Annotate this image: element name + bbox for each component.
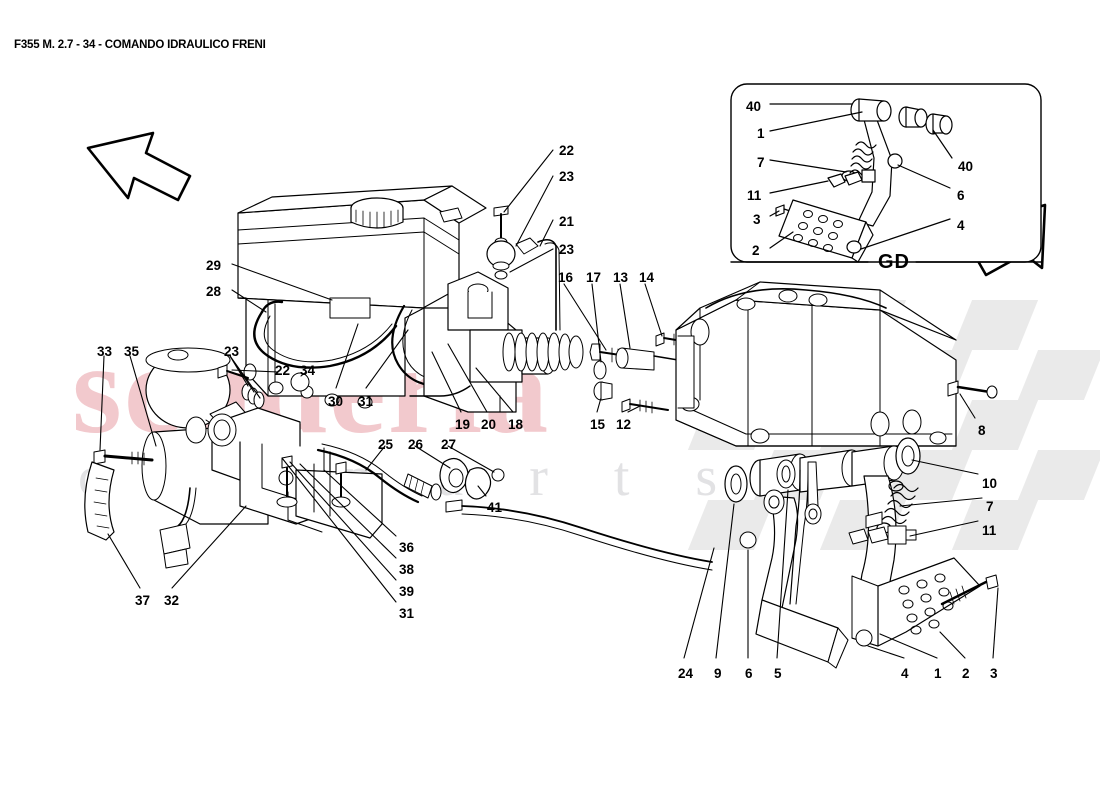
callout-26: 26 (408, 437, 424, 452)
pedal-assembly (724, 437, 999, 669)
callout-17: 17 (586, 270, 602, 285)
callout-37: 37 (135, 593, 151, 608)
page-title: F355 M. 2.7 - 34 - COMANDO IDRAULICO FRE… (14, 39, 266, 51)
callout-27: 27 (441, 437, 457, 452)
inset-callout-40b: 40 (958, 159, 974, 174)
callout-7m: 7 (986, 499, 994, 514)
callout-25: 25 (378, 437, 394, 452)
callout-35: 35 (124, 344, 140, 359)
mounting-bracket-plate (276, 455, 383, 539)
inset-callout-6: 6 (957, 188, 965, 203)
inset-leader-lines (769, 103, 953, 250)
inset-callout-7: 7 (757, 155, 765, 170)
callout-38: 38 (399, 562, 415, 577)
leader-lines (99, 149, 999, 659)
callout-33: 33 (97, 344, 113, 359)
callout-39: 39 (399, 584, 415, 599)
master-cylinder (409, 271, 701, 414)
callout-21: 21 (559, 214, 575, 229)
callout-32: 32 (164, 593, 180, 608)
inset-pedal-assembly (775, 98, 953, 263)
callout-10: 10 (982, 476, 998, 491)
callout-9: 9 (714, 666, 722, 681)
inset-callout-3: 3 (753, 212, 761, 227)
inset-label-gd: GD (878, 251, 910, 273)
callout-11m: 11 (982, 523, 997, 538)
callout-20: 20 (481, 417, 497, 432)
callout-23a: 23 (559, 169, 575, 184)
callout-22a: 22 (559, 143, 575, 158)
callout-31: 31 (358, 394, 374, 409)
callout-18: 18 (508, 417, 524, 432)
callout-31b: 31 (399, 606, 415, 621)
inset-callout-40: 40 (746, 99, 762, 114)
callout-5: 5 (774, 666, 782, 681)
callout-24: 24 (678, 666, 694, 681)
callout-14: 14 (639, 270, 655, 285)
inset-callout-1: 1 (757, 126, 765, 141)
inset-callout-4: 4 (957, 218, 965, 233)
callout-16: 16 (558, 270, 574, 285)
callout-8: 8 (978, 423, 986, 438)
callout-4m: 4 (901, 666, 909, 681)
brake-fluid-reservoir (237, 185, 487, 309)
pedal-box-housing (675, 281, 998, 447)
callout-36: 36 (399, 540, 415, 555)
flex-hose-assembly (316, 443, 713, 571)
callout-15: 15 (590, 417, 606, 432)
callout-23b: 23 (559, 242, 575, 257)
callout-29: 29 (206, 258, 222, 273)
inset-callout-11: 11 (747, 188, 762, 203)
callout-6m: 6 (745, 666, 753, 681)
callout-19: 19 (455, 417, 471, 432)
callout-28: 28 (206, 284, 222, 299)
callout-2m: 2 (962, 666, 970, 681)
callout-12: 12 (616, 417, 632, 432)
bleeder-banjo-group (486, 205, 561, 331)
pump-motor-assembly (84, 347, 331, 569)
callout-1m: 1 (934, 666, 942, 681)
callout-13: 13 (613, 270, 629, 285)
callout-3m: 3 (990, 666, 998, 681)
callout-34: 34 (300, 363, 316, 378)
inset-callout-2: 2 (752, 243, 760, 258)
callout-22b: 22 (275, 363, 291, 378)
direction-arrow-left (86, 131, 192, 202)
callout-23c: 23 (224, 344, 240, 359)
callout-41: 41 (487, 500, 503, 515)
callout-30: 30 (328, 394, 344, 409)
